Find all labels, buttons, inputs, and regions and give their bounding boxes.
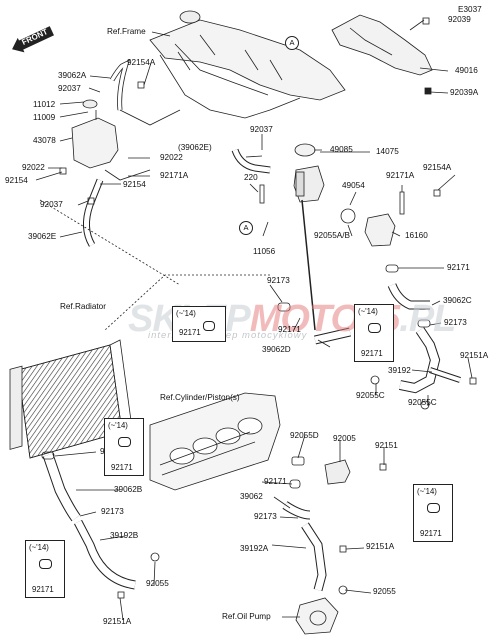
variant-part: 92171 [361,349,383,358]
variant-box-2[interactable]: (~'14) 92171 [354,304,394,362]
part-92055c-2[interactable]: 92055C [408,398,437,407]
part-11012[interactable]: 11012 [33,100,56,109]
ref-oil-pump[interactable]: Ref.Oil Pump [222,612,271,621]
part-220[interactable]: 220 [244,173,258,182]
part-92171a-mid[interactable]: 92171A [160,171,189,180]
part-92154a-top[interactable]: 92154A [127,58,156,67]
part-92055d[interactable]: 92055D [290,431,319,440]
part-92055-left[interactable]: 92055 [146,579,169,588]
clamp-icon [427,503,440,513]
part-92039a[interactable]: 92039A [450,88,479,97]
part-92037-3[interactable]: 92037 [250,125,273,134]
callout-a-bottom: A [239,221,253,235]
part-16160[interactable]: 16160 [405,231,428,240]
variant-part: 92171 [111,463,133,472]
variant-part: 92171 [179,328,201,337]
clamp-icon [368,323,381,333]
variant-note: (~'14) [417,487,437,496]
part-39192b[interactable]: 39192B [110,531,139,540]
part-92171-r1[interactable]: 92171 [447,263,470,272]
ref-radiator[interactable]: Ref.Radiator [60,302,106,311]
variant-box-5[interactable]: (~'14) 92171 [25,540,65,598]
part-39062a[interactable]: 39062A [58,71,87,80]
watermark-part-d: .PL [399,298,456,340]
part-92154a-right[interactable]: 92154A [423,163,452,172]
ref-frame[interactable]: Ref.Frame [107,27,146,36]
clamp-icon [203,321,215,331]
part-92055c-1[interactable]: 92055C [356,391,385,400]
part-43078[interactable]: 43078 [33,136,56,145]
part-92154-left[interactable]: 92154 [5,176,28,185]
watermark-part-b: MOTO [249,298,360,340]
part-11056[interactable]: 11056 [253,247,276,256]
variant-note: (~'14) [108,421,128,430]
part-49085[interactable]: 49085 [330,145,353,154]
part-49054[interactable]: 49054 [342,181,365,190]
part-14075[interactable]: 14075 [376,147,399,156]
part-92154-mid[interactable]: 92154 [123,180,146,189]
part-39062d[interactable]: 39062D [262,345,291,354]
variant-box-1[interactable]: (~'14) 92171 [172,306,226,342]
part-11009[interactable]: 11009 [33,113,56,122]
front-arrow-icon: FRONT [9,23,56,56]
part-92055-bottom[interactable]: 92055 [373,587,396,596]
variant-part: 92171 [32,585,54,594]
part-92151a-bottom[interactable]: 92151A [366,542,395,551]
part-39062e-left[interactable]: 39062E [28,232,57,241]
part-92151a-left[interactable]: 92151A [103,617,132,626]
variant-note: (~'14) [29,543,49,552]
ref-cylinder-piston[interactable]: Ref.Cylinder/Piston(s) [160,393,240,402]
part-39062c[interactable]: 39062C [443,296,472,305]
part-92173-center[interactable]: 92173 [254,512,277,521]
part-92055ab[interactable]: 92055A/B [314,231,350,240]
diagram-code: E3037 [458,5,482,14]
part-49016[interactable]: 49016 [455,66,478,75]
part-39192[interactable]: 39192 [388,366,411,375]
variant-note: (~'14) [358,307,378,316]
callout-a-top: A [285,36,299,50]
variant-note: (~'14) [176,309,196,318]
part-92173-right[interactable]: 92173 [444,318,467,327]
part-39062e-paren[interactable]: (39062E) [178,143,212,152]
part-39062[interactable]: 39062 [240,492,263,501]
variant-part: 92171 [420,529,442,538]
part-92171-mid[interactable]: 92171 [278,325,301,334]
part-92022-right[interactable]: 92022 [160,153,183,162]
variant-box-3[interactable]: (~'14) 92171 [104,418,144,476]
clamp-icon [118,437,131,447]
part-92022-left[interactable]: 92022 [22,163,45,172]
part-92037-1[interactable]: 92037 [58,84,81,93]
variant-box-4[interactable]: (~'14) 92171 [413,484,453,542]
part-92005[interactable]: 92005 [333,434,356,443]
part-92151a-right[interactable]: 92151A [460,351,489,360]
part-92039[interactable]: 92039 [448,15,471,24]
part-92171a-right[interactable]: 92171A [386,171,415,180]
part-92151[interactable]: 92151 [375,441,398,450]
part-92037-2[interactable]: 92037 [40,200,63,209]
part-39192a[interactable]: 39192A [240,544,269,553]
part-92173-mid[interactable]: 92173 [267,276,290,285]
part-39062b[interactable]: 39062B [114,485,143,494]
clamp-icon [39,559,52,569]
watermark-subtitle: internetowy sklep motocyklowy [148,330,308,341]
part-92171-center[interactable]: 92171 [264,477,287,486]
part-92173-left2[interactable]: 92173 [101,507,124,516]
